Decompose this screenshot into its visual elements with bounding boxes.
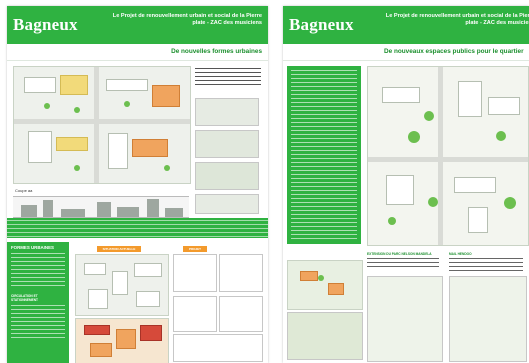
poster-subtitle: De nouvelles formes urbaines — [171, 48, 262, 55]
section-circulation-label: CIRCULATION ET STATIONNEMENT — [11, 294, 38, 302]
text-mail — [449, 258, 523, 272]
poster-header: Bagneux Le Projet de renouvellement urba… — [283, 6, 529, 44]
coupe-label: Coupe aa — [15, 188, 33, 193]
poster-title: Le Projet de renouvellement urbain et so… — [112, 13, 262, 26]
urban-plan-map — [13, 66, 191, 184]
text-mandela — [367, 258, 439, 270]
tag-situation-actuelle: SITUATION ACTUELLE — [97, 246, 141, 252]
axo-drawing-4 — [219, 296, 263, 332]
situation-actuelle-map — [75, 254, 169, 316]
poster-subtitle: De nouveaux espaces publics pour le quar… — [384, 48, 524, 55]
intro-text — [195, 68, 261, 88]
bagneux-logo: Bagneux — [289, 15, 354, 34]
perspective-view — [287, 312, 363, 360]
poster-formes-urbaines: Bagneux Le Projet de renouvellement urba… — [7, 6, 268, 363]
subtitle-bar: De nouveaux espaces publics pour le quar… — [283, 44, 529, 61]
green-text-band — [7, 218, 268, 238]
axo-drawing-3 — [173, 296, 217, 332]
label-parc-mandela: EXTENSION DU PARC NELSON MANDELA — [367, 252, 432, 256]
photo-1 — [195, 98, 259, 126]
axo-drawing-2 — [219, 254, 263, 292]
park-sketch — [367, 276, 443, 362]
subtitle-bar: De nouvelles formes urbaines — [7, 44, 268, 61]
formes-urbaines-panel: FORMES URBAINES CIRCULATION ET STATIONNE… — [7, 242, 69, 363]
photo-4 — [195, 194, 259, 214]
detail-map-left — [287, 260, 363, 310]
tag-projet: PROJET — [183, 246, 207, 252]
bagneux-logo: Bagneux — [13, 15, 78, 34]
section-coupe — [13, 196, 189, 218]
axo-drawing-1 — [173, 254, 217, 292]
axo-drawing-5 — [173, 334, 263, 362]
mail-sketch — [449, 276, 527, 362]
poster-espaces-publics: Bagneux Le Projet de renouvellement urba… — [283, 6, 529, 363]
public-spaces-plan — [367, 66, 529, 246]
photo-3 — [195, 162, 259, 190]
poster-header: Bagneux Le Projet de renouvellement urba… — [7, 6, 268, 44]
section-formes-label: FORMES URBAINES — [11, 245, 54, 250]
label-mail-hendoo: MAIL HENDOO — [449, 252, 472, 256]
projet-map — [75, 318, 169, 363]
intro-text-panel — [287, 66, 361, 244]
photo-2 — [195, 130, 259, 158]
poster-title: Le Projet de renouvellement urbain et so… — [385, 13, 529, 26]
